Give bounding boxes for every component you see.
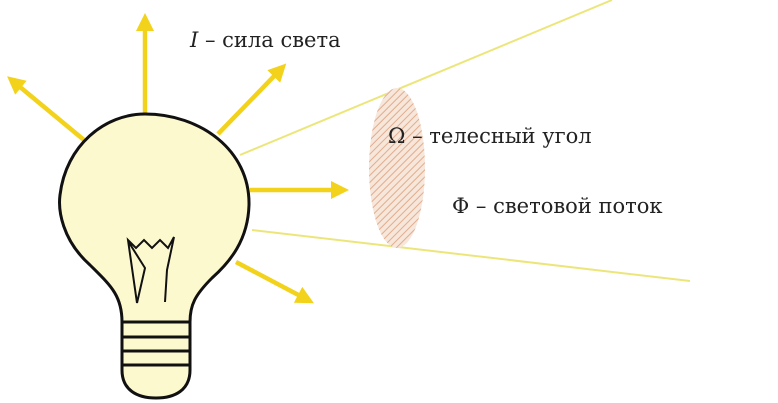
flux-symbol: Φ: [452, 194, 470, 218]
flux-text: – световой поток: [469, 194, 663, 218]
ray-arrow-down-right: [234, 260, 314, 304]
intensity-symbol: I: [190, 28, 199, 52]
filament-icon: [126, 236, 175, 304]
cone-upper-line: [239, 0, 613, 156]
bulb-base: [120, 320, 192, 400]
light-bulb-icon: [58, 112, 251, 324]
solid-angle-symbol: Ω: [388, 124, 406, 148]
solid-angle-label: Ω – телесный угол: [388, 124, 592, 148]
cone-lower-line: [251, 229, 691, 282]
luminous-intensity-label: I – сила света: [190, 28, 341, 52]
solid-angle-ellipse: [369, 88, 425, 248]
light-rays: [7, 13, 349, 304]
ray-arrow-up-left: [7, 76, 86, 142]
intensity-text: – сила света: [198, 28, 341, 52]
ray-arrow-up-right: [216, 63, 287, 136]
luminous-flux-label: Φ – световой поток: [452, 194, 663, 218]
bulb-base-threads: [122, 335, 190, 367]
solid-angle-text: – телесный угол: [405, 124, 592, 148]
